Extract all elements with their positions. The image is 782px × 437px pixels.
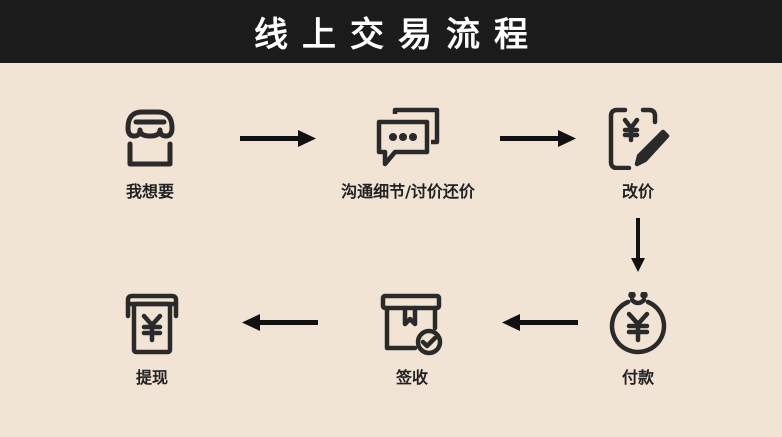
step-label: 提现 bbox=[135, 368, 168, 387]
withdraw-cash-icon bbox=[125, 293, 179, 355]
package-received-icon bbox=[380, 293, 443, 356]
step-label: 改价 bbox=[621, 182, 654, 201]
header-bar: 线上交易流程 bbox=[0, 0, 782, 63]
step-label: 签收 bbox=[395, 368, 428, 387]
arrow-down-icon bbox=[631, 218, 645, 272]
arrow-right-icon bbox=[240, 130, 316, 147]
step-label: 沟通细节/讨价还价 bbox=[341, 182, 475, 201]
step-withdraw: 提现 bbox=[42, 292, 262, 388]
step-change-price: 改价 bbox=[528, 106, 748, 202]
step-negotiate: 沟通细节/讨价还价 bbox=[298, 106, 518, 202]
arrow-left-icon bbox=[502, 314, 578, 331]
shop-icon bbox=[125, 109, 175, 167]
page-title: 线上交易流程 bbox=[254, 15, 542, 55]
arrow-right-icon bbox=[500, 130, 576, 147]
chat-icon bbox=[376, 107, 440, 167]
arrow-left-icon bbox=[242, 314, 318, 331]
step-label: 付款 bbox=[621, 368, 654, 387]
step-pay: 付款 bbox=[528, 292, 748, 388]
step-receive: 签收 bbox=[302, 292, 522, 388]
step-label: 我想要 bbox=[125, 182, 174, 201]
edit-price-icon bbox=[608, 107, 670, 170]
step-want: 我想要 bbox=[40, 106, 260, 202]
yuan-payment-icon bbox=[609, 292, 667, 355]
